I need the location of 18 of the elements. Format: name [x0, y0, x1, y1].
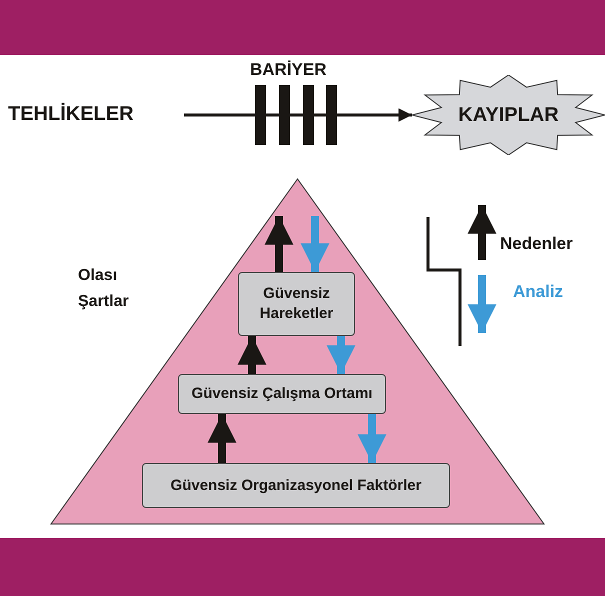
arrow: [208, 414, 236, 463]
legend-label: Analiz: [513, 282, 564, 302]
arrow: [184, 108, 412, 122]
arrow: [300, 216, 330, 272]
arrow: [326, 336, 356, 374]
bottom-band: [0, 538, 605, 596]
arrow: [238, 336, 266, 374]
condition-label: Olası Şartlar: [78, 266, 130, 312]
process-box: Güvensiz Hareketler: [238, 272, 355, 336]
legend-label: Nedenler: [500, 234, 573, 254]
arrow: [358, 414, 386, 463]
process-box: Güvensiz Çalışma Ortamı: [178, 374, 386, 414]
barrier-label: BARİYER: [250, 60, 327, 80]
top-band: [0, 0, 605, 55]
loss-starburst: KAYIPLAR: [412, 75, 605, 155]
process-box: Güvensiz Organizasyonel Faktörler: [142, 463, 450, 508]
arrow: [264, 216, 294, 272]
hazard-label: TEHLİKELER: [8, 103, 168, 129]
